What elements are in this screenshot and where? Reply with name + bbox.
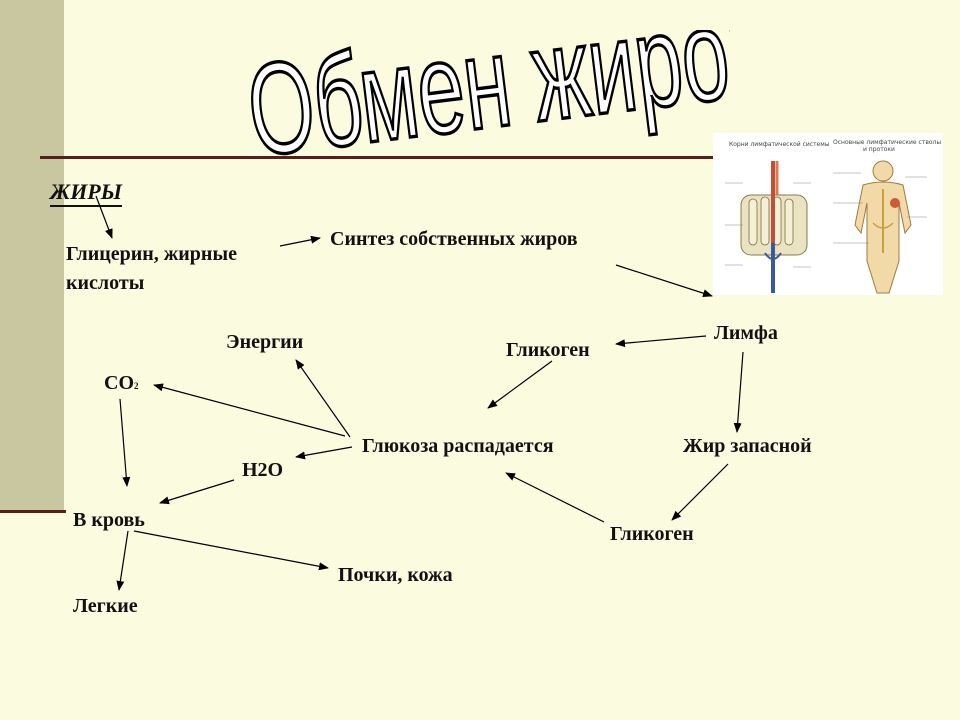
arrow-co2-to-blood [119,398,131,487]
glycerol-fatty-acids-label-line2: кислоты [66,272,145,294]
h2o-label: H2O [242,459,284,481]
arrow-glycerol-to-synthesis [279,235,321,247]
arrow-glycogen-to-glucose [487,360,553,409]
arrow-lymph-to-glycogen [615,335,707,348]
kidneys-skin-label: Почки, кожа [338,564,453,586]
glucose-breakdown-label: Глюкоза распадается [362,435,554,457]
glycerol-fatty-acids-label-line1: Глицерин, жирные [66,243,237,265]
co2-subscript: 2 [134,381,139,391]
lymph-capillaries-drawing [725,161,811,293]
reserve-fat-label: Жир запасной [683,435,812,457]
arrow-lymph-to-reserve-fat [733,351,744,433]
co2-label: CO2 [104,369,139,400]
lungs-label: Легкие [73,595,138,617]
glycogen-top-label: Гликоген [506,339,590,361]
arrow-h2o-to-blood [159,479,235,505]
fats-heading: ЖИРЫ [50,180,123,207]
arrow-synthesis-to-lymph [615,264,713,298]
arrow-glucose-to-h2o [295,446,353,460]
arrow-glucose-to-energy [295,359,351,438]
arrow-blood-to-kidneys [133,530,329,571]
arrow-glucose-to-co2 [153,383,346,437]
human-body-drawing [833,160,927,294]
slide-title: Обмен жиров [240,30,730,180]
co2-text: CO [104,372,134,394]
arrow-glycogen-to-glucose-bottom [505,472,605,523]
illustration-right-caption-2: и протоки [863,146,895,153]
energy-label: Энергии [226,331,304,353]
into-blood-label: В кровь [73,509,145,531]
arrow-reserve-fat-to-glycogen [671,463,729,521]
fat-synthesis-label: Синтез собственных жиров [330,228,578,250]
lymphatic-system-illustration: Корни лимфатической системы Основные лим… [713,133,943,295]
illustration-left-caption: Корни лимфатической системы [729,141,830,148]
glycogen-bottom-label: Гликоген [610,523,694,545]
sidebar-band [0,0,64,512]
lymph-label: Лимфа [714,322,778,344]
sidebar-divider [0,510,66,513]
arrow-fats-to-glycerol [95,195,113,239]
arrow-blood-to-lungs [116,530,129,591]
title-divider [40,156,740,159]
illustration-right-caption-1: Основные лимфатические стволы [833,139,941,146]
